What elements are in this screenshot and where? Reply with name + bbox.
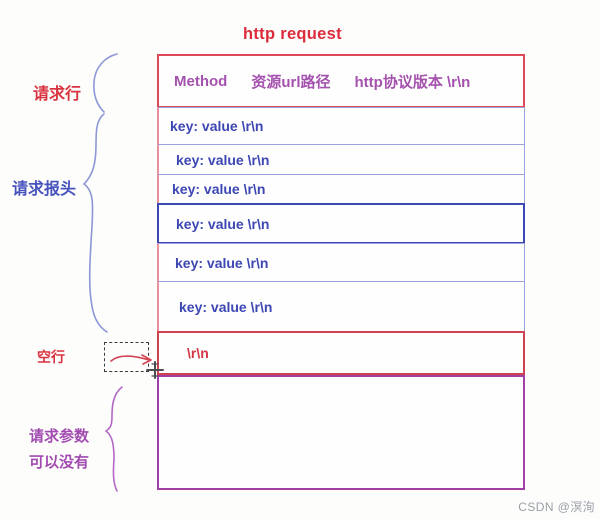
label-request-line: 请求行: [33, 86, 82, 103]
header-row: key: value \r\n: [157, 174, 525, 204]
watermark: CSDN @溟洵: [518, 500, 595, 514]
request-headers-brace: [82, 113, 108, 333]
header-row-highlighted: key: value \r\n: [157, 203, 525, 244]
method-token: Method: [174, 72, 228, 90]
label-request-headers: 请求报头: [12, 181, 77, 198]
label-request-params-line2: 可以没有: [29, 454, 90, 471]
request-params-brace: [104, 386, 123, 492]
header-row: key: value \r\n: [157, 281, 525, 332]
request-structure-box: Method 资源url路径 http协议版本 \r\n key: value …: [157, 54, 525, 490]
protocol-version-token: http协议版本 \r\n: [354, 73, 471, 91]
url-path-token: 资源url路径: [251, 73, 331, 91]
label-empty-line: 空行: [37, 349, 65, 365]
header-row: key: value \r\n: [157, 243, 525, 282]
empty-line-row: \r\n: [157, 331, 525, 375]
request-body-box: [157, 375, 525, 490]
request-line-row: Method 资源url路径 http协议版本 \r\n: [157, 54, 525, 108]
diagram-title: http request: [243, 25, 342, 43]
dashed-selection-box: [104, 342, 149, 372]
request-line-brace: [93, 53, 118, 113]
label-request-params-line1: 请求参数: [29, 428, 90, 445]
header-row: key: value \r\n: [157, 107, 525, 145]
header-row: key: value \r\n: [157, 144, 525, 175]
